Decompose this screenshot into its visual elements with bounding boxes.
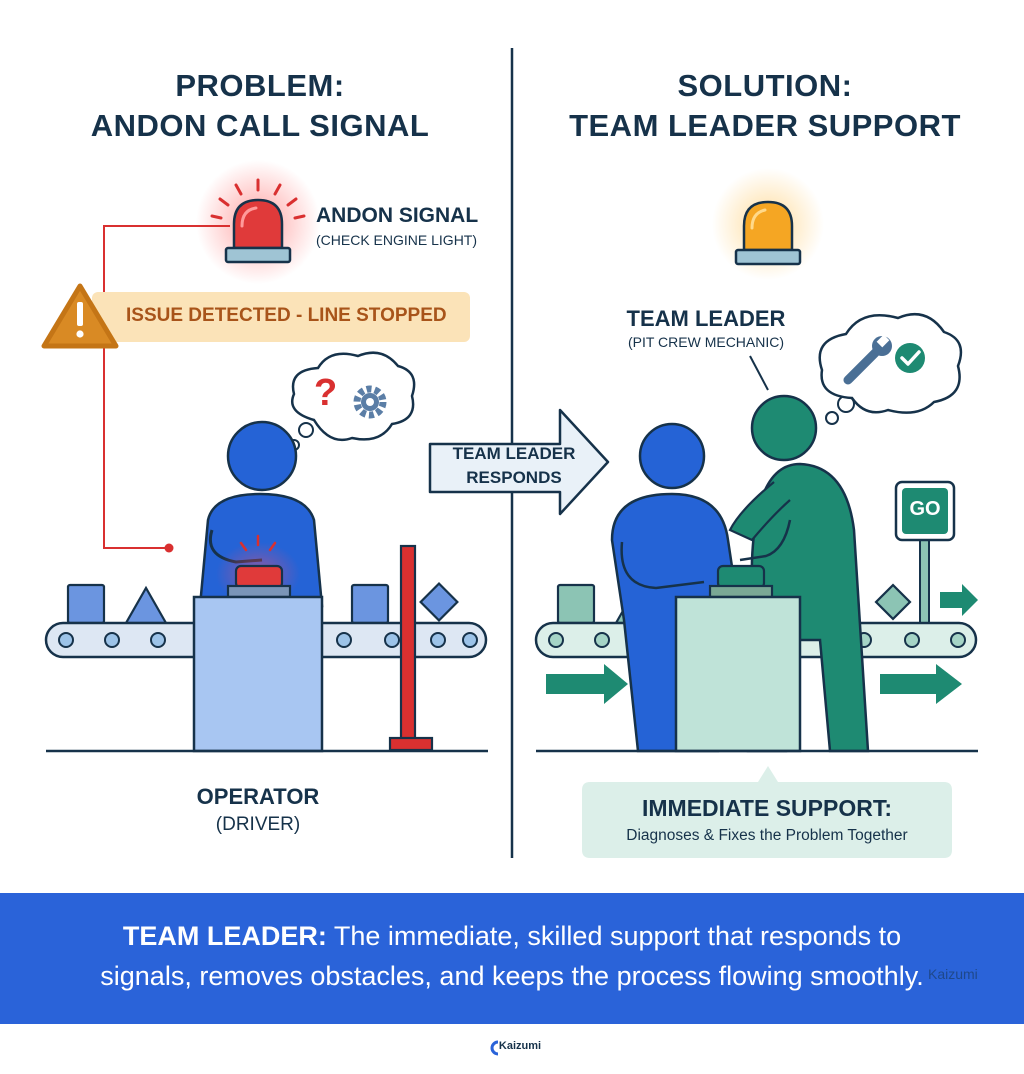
problem-title-line2: ANDON CALL SIGNAL bbox=[90, 108, 430, 143]
amber-andon-light-icon bbox=[712, 168, 824, 280]
go-sign bbox=[894, 480, 956, 624]
responds-label-line2: RESPONDS bbox=[466, 468, 562, 487]
conveyor-box bbox=[350, 583, 390, 625]
question-mark-icon: ? bbox=[314, 372, 338, 414]
footer-brand: Kaizumi bbox=[0, 1040, 1024, 1052]
definition-banner: TEAM LEADER: The immediate, skilled supp… bbox=[0, 893, 1024, 1024]
andon-button-red bbox=[216, 534, 300, 606]
banner-line2: signals, removes obstacles, and keeps th… bbox=[100, 961, 924, 991]
responds-label: TEAM LEADER RESPONDS bbox=[430, 442, 598, 490]
flow-arrow-icon bbox=[940, 584, 978, 616]
leader-pointer bbox=[749, 355, 769, 391]
responds-label-line1: TEAM LEADER bbox=[452, 444, 576, 463]
warning-icon bbox=[41, 283, 119, 349]
andon-signal-label: ANDON SIGNAL bbox=[316, 204, 479, 227]
conveyor-diamond bbox=[419, 582, 459, 622]
team-leader-label: TEAM LEADER bbox=[626, 306, 786, 331]
support-subtitle: Diagnoses & Fixes the Problem Together bbox=[626, 827, 908, 844]
team-leader-sublabel: (PIT CREW MECHANIC) bbox=[627, 334, 785, 350]
banner-line1: TEAM LEADER: The immediate, skilled supp… bbox=[0, 916, 1024, 956]
solution-title: SOLUTION: TEAM LEADER SUPPORT bbox=[540, 66, 990, 146]
watermark-text: Kaizumi bbox=[928, 966, 978, 982]
responds-arrow bbox=[428, 408, 610, 516]
conveyor-diamond bbox=[874, 583, 912, 621]
signal-wire bbox=[103, 225, 230, 549]
problem-title: PROBLEM: ANDON CALL SIGNAL bbox=[40, 66, 480, 146]
gear-icon bbox=[353, 385, 387, 419]
check-icon bbox=[895, 343, 925, 373]
andon-signal-sublabel: (CHECK ENGINE LIGHT) bbox=[316, 232, 478, 248]
footer-brand-text: Kaizumi bbox=[498, 1040, 542, 1052]
red-andon-light-icon bbox=[196, 160, 320, 284]
conveyor-box bbox=[556, 583, 596, 625]
problem-title-line1: PROBLEM: bbox=[175, 68, 345, 103]
andon-button-green bbox=[708, 564, 774, 599]
solution-thought-bubble bbox=[818, 313, 963, 425]
operator-machine bbox=[192, 595, 324, 753]
go-sign-text: GO bbox=[909, 498, 941, 520]
banner-lead: TEAM LEADER: bbox=[122, 921, 327, 951]
operator-sublabel: (DRIVER) bbox=[215, 814, 301, 835]
stop-post bbox=[388, 544, 434, 752]
operator-machine bbox=[674, 595, 802, 753]
solution-title-line1: SOLUTION: bbox=[677, 68, 853, 103]
issue-detected-text: ISSUE DETECTED - LINE STOPPED bbox=[126, 305, 447, 326]
operator-label: OPERATOR bbox=[196, 784, 320, 809]
flow-arrow-icon bbox=[546, 664, 628, 704]
wrench-icon bbox=[843, 334, 892, 385]
support-title: IMMEDIATE SUPPORT: bbox=[641, 795, 893, 821]
conveyor-box bbox=[66, 583, 106, 625]
wire-endpoint bbox=[164, 543, 174, 553]
banner-line1-text: The immediate, skilled support that resp… bbox=[326, 921, 902, 951]
solution-title-line2: TEAM LEADER SUPPORT bbox=[569, 108, 961, 143]
support-callout bbox=[582, 766, 952, 858]
conveyor-triangle bbox=[124, 585, 168, 625]
issue-banner bbox=[92, 292, 470, 342]
flow-arrow-icon bbox=[880, 664, 962, 704]
confused-thought-bubble bbox=[288, 351, 416, 451]
kaizumi-logo-icon bbox=[490, 1040, 499, 1056]
